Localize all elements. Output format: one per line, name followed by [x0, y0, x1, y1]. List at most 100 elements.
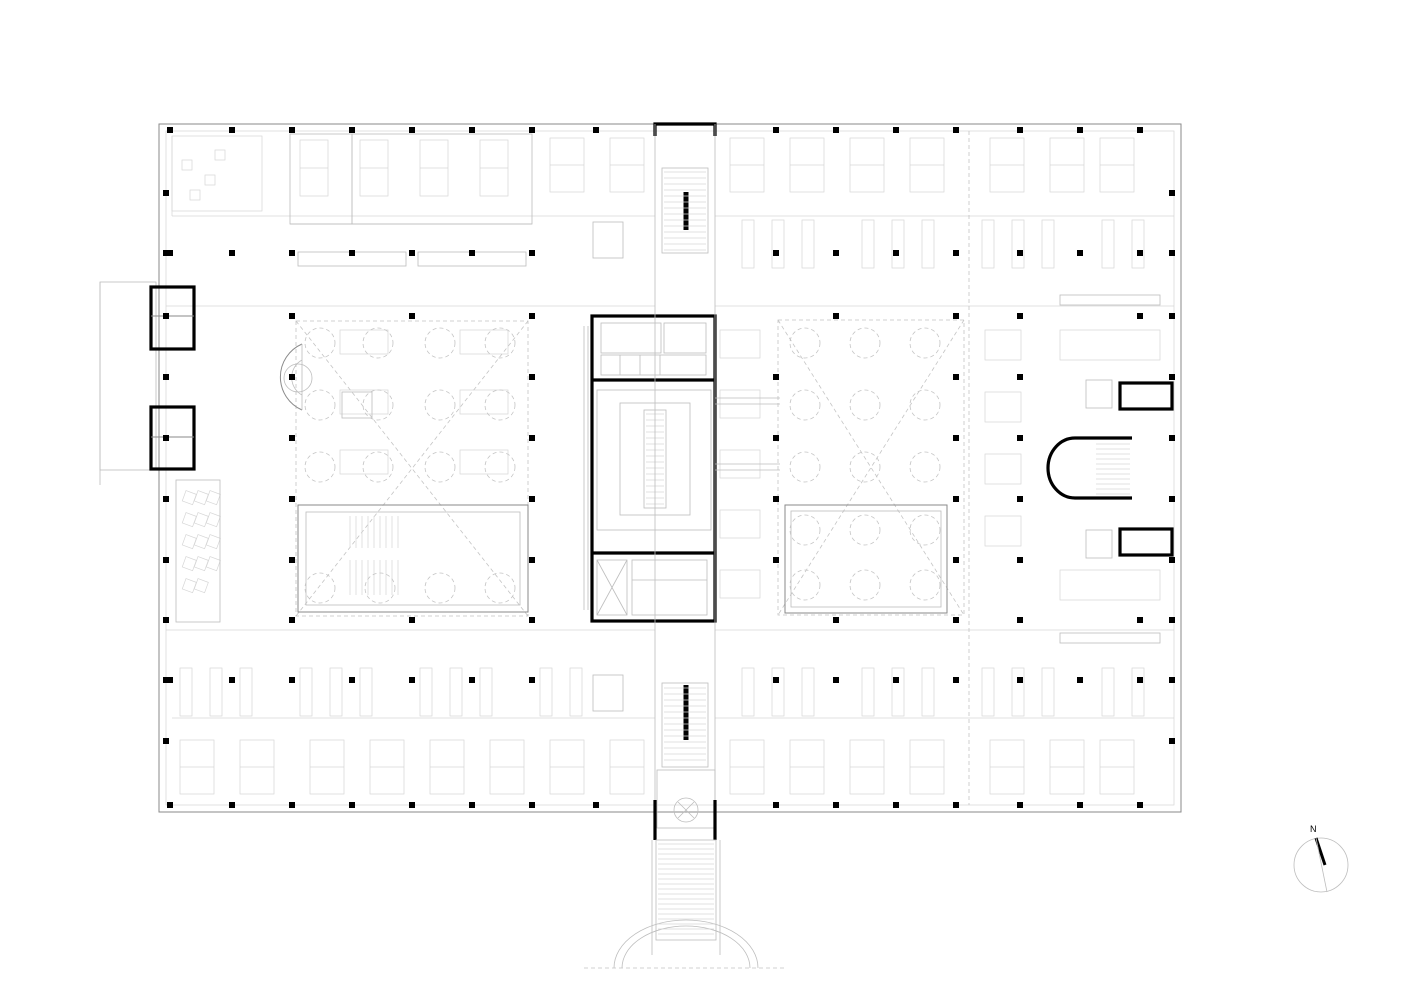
desk — [741, 667, 755, 717]
lounge-chair — [181, 534, 197, 550]
column — [953, 435, 959, 441]
column — [1137, 617, 1143, 623]
desk — [339, 329, 389, 355]
column — [1017, 557, 1023, 563]
column — [349, 127, 355, 133]
central-core — [583, 314, 780, 623]
desk — [984, 391, 1022, 423]
column — [1017, 127, 1023, 133]
column — [893, 802, 899, 808]
round-table — [849, 389, 881, 421]
column — [229, 802, 235, 808]
column — [289, 127, 295, 133]
lounge-chair — [193, 534, 209, 550]
column — [167, 802, 173, 808]
bridge-steps — [658, 843, 714, 935]
east-atrium — [777, 319, 965, 616]
column — [409, 617, 415, 623]
column — [289, 374, 295, 380]
desk — [459, 329, 509, 355]
workstation-desks — [179, 137, 1161, 795]
round-table — [789, 389, 821, 421]
desk — [719, 569, 761, 599]
column — [773, 802, 779, 808]
round-table — [362, 389, 394, 421]
desk — [239, 667, 253, 717]
desk — [921, 667, 935, 717]
lounge-chair — [193, 490, 209, 506]
lounge-chair — [205, 490, 221, 506]
desk — [1101, 667, 1115, 717]
north-stair-shaft — [653, 122, 717, 805]
desk — [479, 667, 493, 717]
column — [469, 127, 475, 133]
desk — [1011, 667, 1025, 717]
column — [289, 677, 295, 683]
column — [1169, 496, 1175, 502]
desk — [1059, 569, 1161, 601]
round-table — [789, 451, 821, 483]
desk — [891, 219, 905, 269]
column — [833, 617, 839, 623]
north-arrow-icon — [1293, 837, 1349, 893]
column — [529, 250, 535, 256]
column — [529, 802, 535, 808]
column — [229, 677, 235, 683]
column — [953, 617, 959, 623]
column — [1077, 127, 1083, 133]
column — [593, 127, 599, 133]
round-table — [424, 572, 456, 604]
column — [773, 557, 779, 563]
column — [1017, 802, 1023, 808]
column — [1017, 677, 1023, 683]
lounge-chair — [181, 490, 197, 506]
desk — [719, 329, 761, 359]
column — [1169, 190, 1175, 196]
south-stair-shaft — [653, 682, 717, 840]
west-atrium — [295, 320, 529, 617]
round-table — [484, 572, 516, 604]
desk — [209, 667, 223, 717]
column — [289, 802, 295, 808]
column — [409, 677, 415, 683]
column — [163, 738, 169, 744]
column — [409, 802, 415, 808]
column — [469, 250, 475, 256]
lounge-chair — [181, 578, 197, 594]
column — [529, 374, 535, 380]
desk — [341, 391, 373, 419]
round-table — [849, 569, 881, 601]
column — [349, 250, 355, 256]
desk — [1059, 329, 1161, 361]
column — [1077, 250, 1083, 256]
column — [833, 127, 839, 133]
round-table — [484, 389, 516, 421]
column — [833, 802, 839, 808]
column — [953, 557, 959, 563]
column — [529, 313, 535, 319]
column — [1137, 250, 1143, 256]
desk — [719, 509, 761, 539]
column — [893, 250, 899, 256]
lounge-chair — [193, 578, 209, 594]
round-table — [362, 327, 394, 359]
column — [163, 677, 169, 683]
entrance-bridge — [584, 839, 786, 969]
column — [1017, 374, 1023, 380]
column — [289, 557, 295, 563]
column — [289, 617, 295, 623]
column — [529, 617, 535, 623]
column — [1137, 127, 1143, 133]
desk — [981, 219, 995, 269]
column — [469, 677, 475, 683]
column — [1077, 677, 1083, 683]
desk — [449, 667, 463, 717]
column — [953, 496, 959, 502]
column — [1169, 557, 1175, 563]
desk — [1011, 219, 1025, 269]
column — [163, 313, 169, 319]
desk — [359, 667, 373, 717]
column — [1017, 435, 1023, 441]
round-table — [484, 327, 516, 359]
